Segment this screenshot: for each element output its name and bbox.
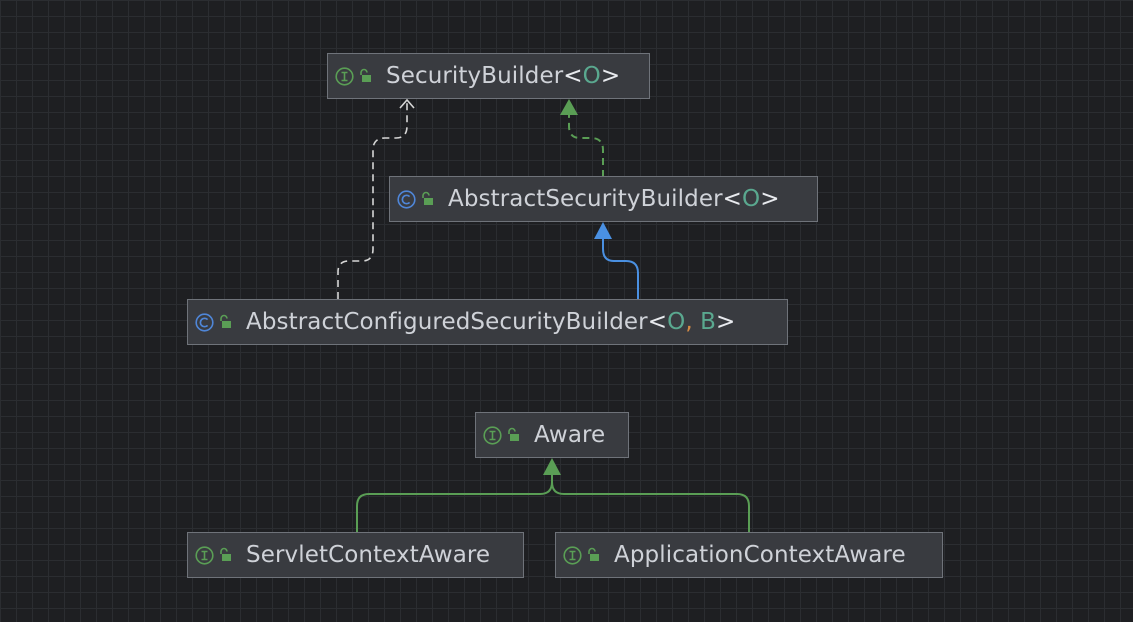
interface-icon bbox=[483, 425, 502, 445]
edge-arrow-securitybuilder-white bbox=[399, 98, 415, 109]
node-abstract-security-builder[interactable]: AbstractSecurityBuilder<O> bbox=[389, 176, 818, 222]
node-label: AbstractSecurityBuilder<O> bbox=[448, 186, 780, 212]
node-label: ApplicationContextAware bbox=[614, 542, 906, 568]
node-security-builder[interactable]: SecurityBuilder<O> bbox=[327, 53, 650, 99]
edge-arrow-securitybuilder-green bbox=[560, 99, 578, 115]
node-label: SecurityBuilder<O> bbox=[386, 63, 621, 89]
node-label: Aware bbox=[534, 422, 606, 448]
interface-icon bbox=[563, 545, 582, 565]
edge-servletcontextaware-to-aware bbox=[356, 474, 553, 533]
class-icon bbox=[397, 189, 416, 209]
node-label: ServletContextAware bbox=[246, 542, 491, 568]
edge-abstractconfigured-to-abstractsecuritybuilder bbox=[602, 238, 639, 299]
edge-arrow-abstractsecuritybuilder-blue bbox=[594, 222, 612, 239]
interface-icon bbox=[335, 66, 354, 86]
edge-arrow-aware-green bbox=[543, 458, 561, 475]
public-visibility-icon bbox=[586, 547, 600, 563]
node-application-context-aware[interactable]: ApplicationContextAware bbox=[555, 532, 943, 578]
node-label: AbstractConfiguredSecurityBuilder<O, B> bbox=[246, 309, 736, 335]
public-visibility-icon bbox=[420, 191, 434, 207]
edge-abstractconfigured-to-securitybuilder bbox=[337, 103, 408, 299]
edge-abstractsecuritybuilder-to-securitybuilder bbox=[568, 115, 604, 177]
node-aware[interactable]: Aware bbox=[475, 412, 629, 458]
public-visibility-icon bbox=[218, 547, 232, 563]
node-servlet-context-aware[interactable]: ServletContextAware bbox=[187, 532, 524, 578]
interface-icon bbox=[195, 545, 214, 565]
edge-applicationcontextaware-to-aware bbox=[551, 481, 750, 533]
class-icon bbox=[195, 312, 214, 332]
public-visibility-icon bbox=[506, 427, 520, 443]
node-abstract-configured-security-builder[interactable]: AbstractConfiguredSecurityBuilder<O, B> bbox=[187, 299, 788, 345]
public-visibility-icon bbox=[358, 68, 372, 84]
public-visibility-icon bbox=[218, 314, 232, 330]
